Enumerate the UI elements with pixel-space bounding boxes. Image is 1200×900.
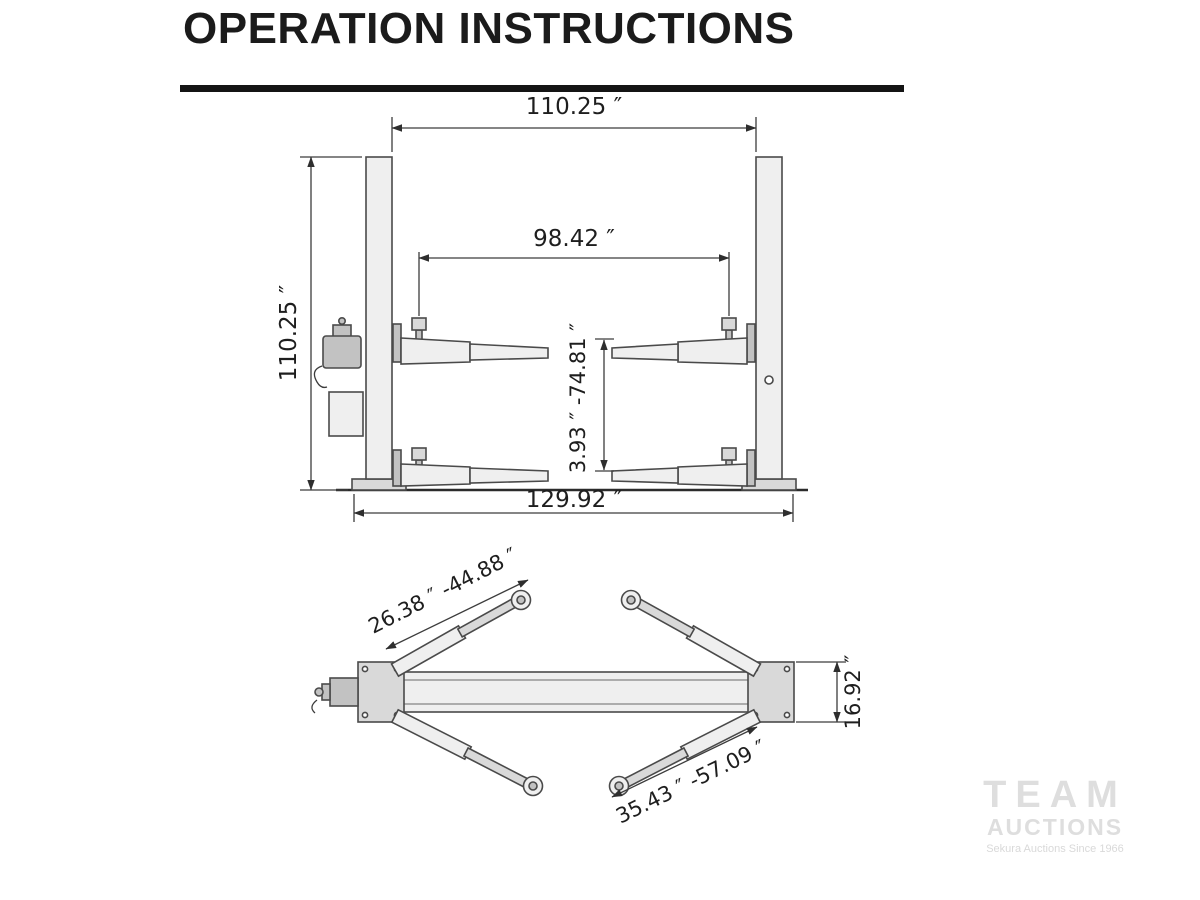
page-title: OPERATION INSTRUCTIONS [183, 4, 795, 53]
plan-arm-front-left-ext [456, 598, 518, 638]
right-post [755, 156, 783, 480]
electric-motor [322, 335, 362, 369]
dim-base-width-label: 129.92 ″ [526, 487, 623, 513]
plan-arm-rear-left-ext [462, 746, 532, 790]
upper-left-arm-outer [469, 343, 549, 361]
title-underline [180, 85, 904, 92]
lower-right-arm-inner [677, 463, 748, 487]
watermark-auctions: AUCTIONS [986, 814, 1124, 840]
plan-pad-rear-left-center [528, 781, 538, 791]
bolt [361, 665, 369, 673]
upper-left-arm-inner [400, 337, 471, 365]
power-unit-box [328, 391, 364, 437]
lower-left-carriage [392, 449, 402, 487]
plan-arm-front-right-inner [685, 624, 762, 678]
lower-right-carriage [746, 449, 756, 487]
plan-pad-front-right-center [626, 595, 636, 605]
lower-left-arm-inner [400, 463, 471, 487]
upper-left-pad [411, 317, 427, 331]
dim-top-width: 110.25 ″ [391, 94, 757, 152]
upper-right-pad [721, 317, 737, 331]
upper-right-arm-outer [611, 343, 679, 361]
upper-left-carriage [392, 323, 402, 363]
watermark: TEAM AUCTIONS Sekura Auctions Since 1966 [980, 776, 1130, 855]
front-elevation-view: 110.25 ″ 98.42 ″ 110.25 ″ 3.9 [276, 94, 808, 522]
watermark-team: TEAM [983, 774, 1127, 816]
dim-height-label: 110.25 ″ [276, 284, 302, 381]
motor-bolt [337, 316, 346, 325]
motor-hook-plan [311, 699, 318, 714]
plan-pad-front-left-center [516, 595, 526, 605]
dim-carriage-depth-label: 16.92 ″ [841, 655, 865, 730]
dim-front-arm-reach-label: 26.38 ″ -44.88 ″ [365, 543, 522, 639]
bolt [361, 711, 369, 719]
dim-arm-spread-label: 98.42 ″ [533, 226, 615, 252]
dim-arm-spread: 98.42 ″ [418, 226, 730, 316]
lower-right-pad [721, 447, 737, 461]
floor-beam [401, 671, 751, 713]
upper-right-carriage [746, 323, 756, 363]
lower-left-arm-outer [469, 467, 549, 484]
plan-arm-front-right-ext [634, 598, 696, 638]
bolt [783, 665, 791, 673]
lower-right-arm-outer [611, 467, 679, 484]
plan-arm-rear-left-inner [390, 708, 473, 761]
dim-carriage-depth: 16.92 ″ [796, 655, 865, 730]
watermark-tagline: Sekura Auctions Since 1966 [986, 843, 1124, 856]
plan-arm-front-left-inner [390, 624, 467, 678]
dim-lift-range: 3.93 ″ -74.81 ″ [566, 323, 614, 473]
lower-left-pad [411, 447, 427, 461]
hose-hook [313, 365, 328, 389]
upper-right-arm-inner [677, 337, 748, 365]
dim-height: 110.25 ″ [276, 156, 362, 491]
plan-pad-rear-right-center [614, 781, 624, 791]
motor-knob-plan [314, 687, 324, 697]
dim-lift-range-label: 3.93 ″ -74.81 ″ [566, 323, 590, 473]
dim-top-width-label: 110.25 ″ [526, 94, 623, 120]
plan-view: 26.38 ″ -44.88 ″ 16.92 ″ 35.43 ″ -57.09 … [311, 543, 865, 828]
dim-base-width: 129.92 ″ [353, 487, 794, 522]
right-post-hole [764, 375, 774, 385]
bolt [783, 711, 791, 719]
left-post [365, 156, 393, 480]
motor-plan [329, 677, 359, 707]
